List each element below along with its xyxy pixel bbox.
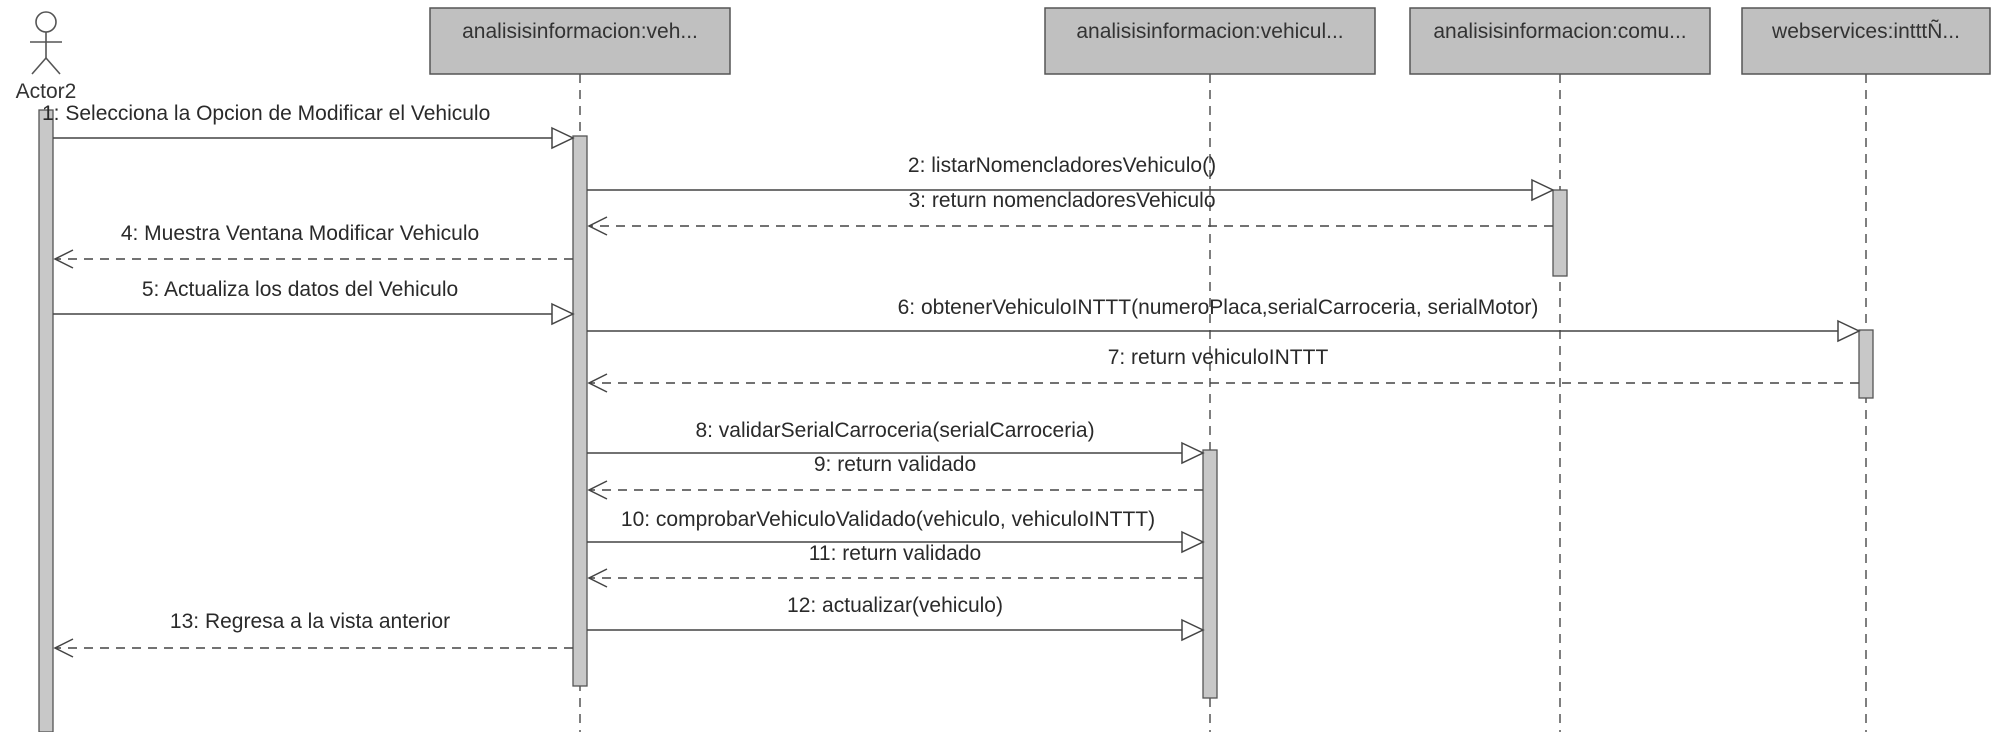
activation-bar-ws (1858, 329, 1874, 399)
actor-name: Actor2 (16, 80, 77, 103)
message-5[interactable]: 5: Actualiza los datos del Vehiculo (53, 278, 575, 326)
open-arrowhead (1531, 178, 1555, 202)
message-8[interactable]: 8: validarSerialCarroceria(serialCarroce… (587, 419, 1205, 465)
lifeline-title: webservices:intttÑ... (1771, 19, 1960, 43)
message-label: 5: Actualiza los datos del Vehiculo (142, 278, 458, 301)
lifeline-title: analisisinformacion:vehicul... (1076, 20, 1343, 43)
message-6[interactable]: 6: obtenerVehiculoINTTT(numeroPlaca,seri… (587, 296, 1861, 343)
message-label: 6: obtenerVehiculoINTTT(numeroPlaca,seri… (898, 296, 1539, 319)
arrowhead (587, 373, 608, 393)
message-label: 3: return nomencladoresVehiculo (908, 189, 1215, 212)
open-arrowhead (551, 302, 575, 326)
message-9[interactable]: 9: return validado (587, 453, 1203, 500)
arrowhead (53, 638, 74, 658)
activation-bar-vehiculo-ui (572, 135, 588, 687)
actor: Actor2 (16, 11, 77, 103)
message-1[interactable]: 1: Selecciona la Opcion de Modificar el … (42, 102, 575, 150)
message-4[interactable]: 4: Muestra Ventana Modificar Vehiculo (53, 222, 573, 269)
arrowhead (587, 480, 608, 500)
arrowhead (587, 568, 608, 588)
lifeline-title: analisisinformacion:veh... (462, 20, 698, 43)
message-label: 7: return vehiculoINTTT (1108, 346, 1329, 369)
message-label: 4: Muestra Ventana Modificar Vehiculo (121, 222, 479, 245)
message-label: 2: listarNomencladoresVehiculo() (908, 154, 1216, 177)
message-label: 8: validarSerialCarroceria(serialCarroce… (695, 419, 1094, 442)
open-arrowhead (551, 126, 575, 150)
activation-bar-comun (1552, 189, 1568, 277)
message-label: 10: comprobarVehiculoValidado(vehiculo, … (621, 508, 1155, 531)
message-7[interactable]: 7: return vehiculoINTTT (587, 346, 1859, 393)
message-label: 13: Regresa a la vista anterior (170, 610, 450, 633)
message-10[interactable]: 10: comprobarVehiculoValidado(vehiculo, … (587, 508, 1205, 554)
lifeline-head-comun[interactable]: analisisinformacion:comu... (1409, 7, 1711, 75)
message-2[interactable]: 2: listarNomencladoresVehiculo() (587, 154, 1555, 202)
lifeline-head-vehiculo-ctrl[interactable]: analisisinformacion:vehicul... (1044, 7, 1376, 75)
message-label: 11: return validado (809, 542, 981, 565)
open-arrowhead (1181, 441, 1205, 465)
lifeline-head-vehiculo-ui[interactable]: analisisinformacion:veh... (429, 7, 731, 75)
activation-bar-vehiculo-ctrl (1202, 449, 1218, 699)
lifeline-title: analisisinformacion:comu... (1433, 20, 1686, 43)
message-13[interactable]: 13: Regresa a la vista anterior (53, 610, 573, 658)
activation-bar-actor (38, 109, 54, 732)
arrowhead (587, 216, 608, 236)
open-arrowhead (1181, 530, 1205, 554)
message-11[interactable]: 11: return validado (587, 542, 1203, 588)
message-12[interactable]: 12: actualizar(vehiculo) (587, 594, 1205, 642)
open-arrowhead (1837, 319, 1861, 343)
message-label: 9: return validado (814, 453, 976, 476)
message-label: 12: actualizar(vehiculo) (787, 594, 1003, 617)
actor-icon (30, 11, 62, 75)
open-arrowhead (1181, 618, 1205, 642)
lifeline-head-ws[interactable]: webservices:intttÑ... (1741, 7, 1991, 75)
message-3[interactable]: 3: return nomencladoresVehiculo (587, 189, 1553, 236)
message-label: 1: Selecciona la Opcion de Modificar el … (42, 102, 490, 125)
arrowhead (53, 249, 74, 269)
